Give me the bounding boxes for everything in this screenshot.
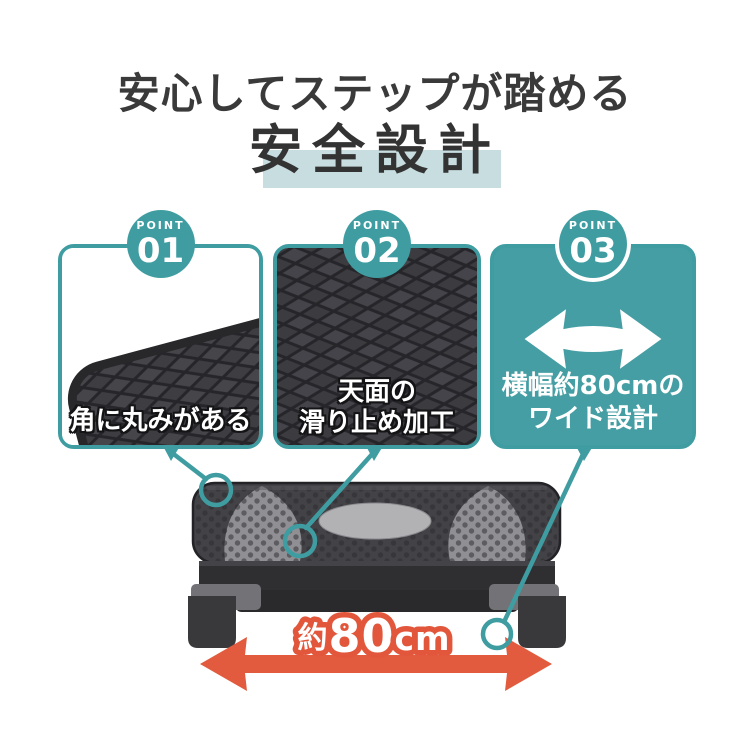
width-label-approx: 約 — [298, 621, 329, 656]
rounded-corner-photo — [62, 248, 259, 445]
callout-line-1 — [168, 449, 209, 482]
title-main-wrap: 安全設計 — [0, 108, 750, 184]
point-badge-label: POINT — [352, 219, 402, 232]
page-title: 安全設計 — [249, 120, 501, 181]
point-badge-label: POINT — [136, 219, 185, 232]
callout-circle-1 — [198, 472, 234, 508]
callout-line-2 — [303, 449, 377, 531]
point-badge-3: POINT 03 — [559, 210, 627, 278]
point-caption-3-line2: ワイド設計 — [527, 403, 658, 434]
point-badge-number: 03 — [569, 231, 617, 271]
point-card-1: POINT 01 角に丸みがある — [58, 210, 263, 449]
point-caption-2: 天面の 滑り止め加工 — [277, 377, 477, 439]
point-badge-2: POINT 02 — [343, 210, 411, 278]
point-caption-1: 角に丸みがある — [69, 406, 252, 436]
callout-circle-2 — [282, 523, 318, 559]
width-arrow-icon — [521, 300, 665, 382]
width-dimension-arrow — [200, 637, 552, 691]
width-label-number: 80 — [329, 609, 395, 663]
point-badge-number: 02 — [353, 231, 401, 271]
title-highlight-bar — [263, 150, 501, 188]
point-badge-label: POINT — [568, 219, 618, 232]
point-card-3: POINT 03 横幅約80cmの ワイド設計 — [490, 210, 696, 449]
point-badge-1: POINT 01 — [126, 210, 195, 278]
callout-circle-3 — [480, 617, 514, 651]
point-caption-2-line2: 滑り止め加工 — [298, 407, 455, 438]
point-badge-number: 01 — [136, 231, 185, 271]
title-subtitle: 安心してステップが踏める — [117, 69, 633, 118]
point-caption-3: 横幅約80cmの ワイド設計 — [494, 370, 692, 435]
point-caption-2-line1: 天面の — [337, 376, 416, 407]
antislip-surface-photo — [277, 248, 477, 445]
callout-line-3 — [501, 449, 587, 625]
width-label-unit: cm — [395, 619, 451, 658]
width-label: 約80cm — [298, 609, 451, 663]
callout-lines — [163, 446, 593, 651]
point-caption-3-line1: 横幅約80cmの — [501, 371, 685, 401]
